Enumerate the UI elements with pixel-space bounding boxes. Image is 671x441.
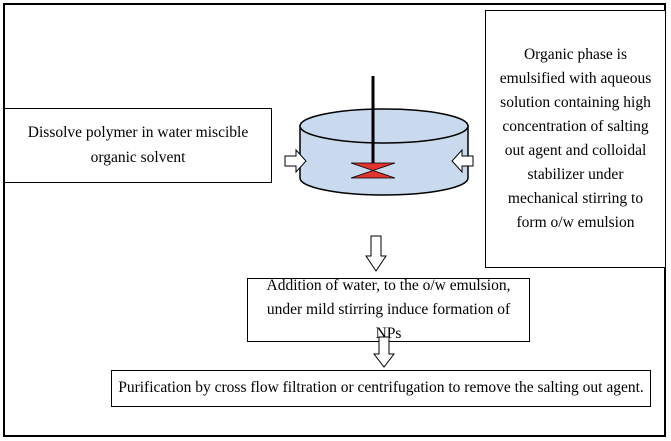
arrow-left-icon (451, 148, 474, 174)
arrow-down-icon-2 (372, 336, 396, 368)
arrow-right-icon (284, 148, 307, 174)
impeller-blade-icon (350, 162, 396, 179)
step-emulsify-text: Organic phase is emulsified with aqueous… (499, 45, 652, 232)
step-purification-text: Purification by cross flow filtration or… (118, 379, 644, 397)
vessel-body (299, 125, 469, 196)
vessel-rim (299, 108, 469, 144)
step-purification-box: Purification by cross flow filtration or… (111, 370, 651, 407)
step-dissolve-polymer-text: Dissolve polymer in water miscible organ… (27, 124, 249, 166)
step-add-water-text: Addition of water, to the o/w emulsion, … (266, 276, 511, 343)
step-emulsify-box: Organic phase is emulsified with aqueous… (485, 10, 666, 268)
arrow-down-icon-1 (365, 235, 387, 272)
step-dissolve-polymer-box: Dissolve polymer in water miscible organ… (4, 108, 272, 183)
stirred-vessel-icon (299, 76, 469, 196)
